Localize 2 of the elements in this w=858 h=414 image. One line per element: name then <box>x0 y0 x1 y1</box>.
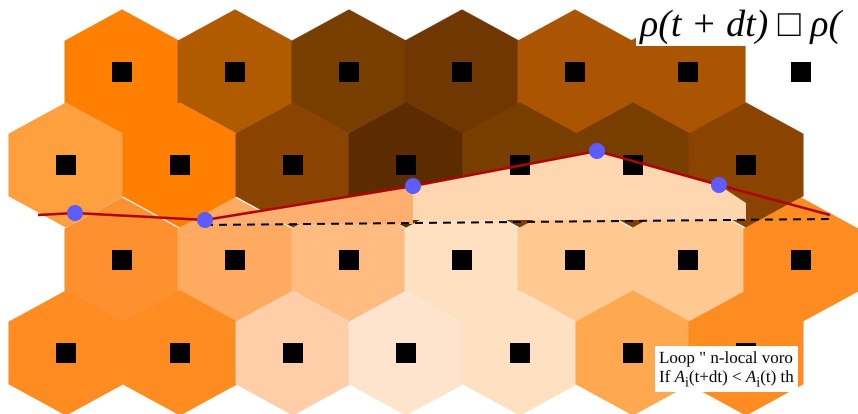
note-text: If A$_{i}$(t+dt) < A$_{i}$(t) th <box>659 367 794 392</box>
note-text: Loop " n-local voro <box>659 348 794 367</box>
